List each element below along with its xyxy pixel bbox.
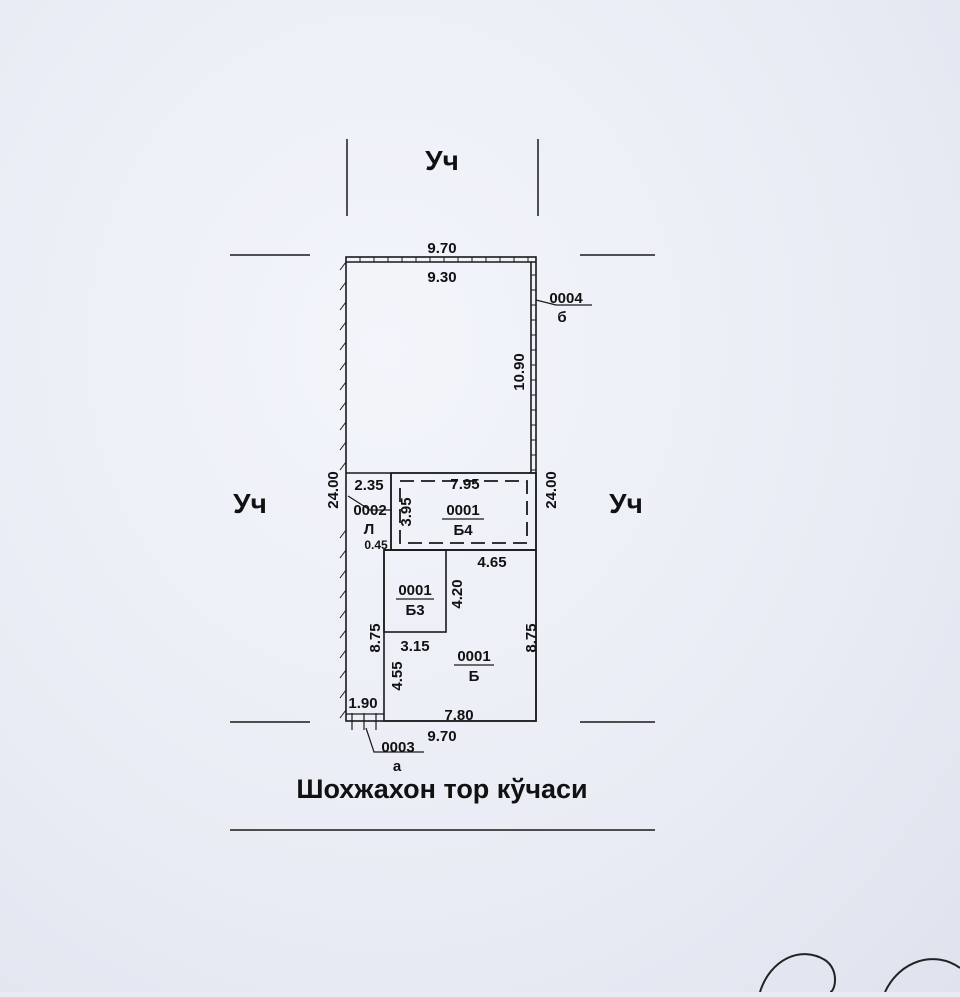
signature-mark: [759, 953, 960, 993]
label-b3: 0001 Б3: [396, 582, 434, 619]
label-b4-number: 0001: [446, 502, 479, 519]
b-outline: [383, 549, 537, 722]
b3-outline: [383, 549, 447, 633]
gate-ticks: [346, 713, 384, 730]
label-b-sub: Б: [469, 668, 480, 685]
right-fence-hatching: [531, 274, 536, 471]
dim-b3-height: 4.20: [449, 579, 466, 608]
label-0002-sub: Л: [364, 521, 375, 538]
dim-b-left-upper: 8.75: [367, 623, 384, 652]
leader-lines: [347, 299, 592, 753]
neighbor-boundary-lines: [230, 139, 655, 831]
dim-bottom-outer: 9.70: [427, 728, 456, 745]
label-0002: 0002 Л: [353, 502, 386, 538]
label-0004-number: 0004: [549, 290, 583, 307]
dim-l-small: 0.45: [364, 538, 388, 552]
label-0004: 0004 б: [549, 290, 583, 326]
neighbor-top-label: Уч: [425, 145, 459, 176]
dim-b-bottom: 7.80: [444, 707, 473, 724]
dim-right-total: 24.00: [543, 471, 560, 509]
building-b: [383, 549, 537, 722]
label-b-number: 0001: [457, 648, 490, 665]
label-b3-sub: Б3: [405, 602, 424, 619]
label-0003-number: 0003: [381, 739, 414, 756]
dim-b4-width: 7.95: [450, 476, 479, 493]
dim-b3-width: 3.15: [400, 638, 429, 655]
label-0003-sub: а: [393, 758, 402, 775]
b4-dashed-outline: [399, 480, 528, 544]
neighbor-left-label: Уч: [233, 488, 267, 519]
left-fence-hatching: [339, 261, 347, 719]
dim-b4-height: 3.95: [398, 497, 415, 526]
label-b4: 0001 Б4: [442, 502, 484, 539]
dim-b-top-right: 4.65: [477, 554, 506, 571]
dim-b-left-lower: 4.55: [389, 661, 406, 690]
label-b: 0001 Б: [454, 648, 494, 685]
dim-bottom-left: 1.90: [348, 695, 377, 712]
label-0003: 0003 а: [381, 739, 414, 775]
dim-top-inner: 9.30: [427, 269, 456, 286]
dim-right-upper: 10.90: [511, 353, 528, 391]
label-0002-number: 0002: [353, 502, 386, 519]
street-name: Шохжахон тор кўчаси: [296, 774, 587, 804]
label-0004-sub: б: [557, 309, 566, 326]
neighbor-right-label: Уч: [609, 488, 643, 519]
leader-0003: [365, 727, 424, 753]
leader-0002: [347, 495, 392, 511]
dim-b4-left-gap: 2.35: [354, 477, 383, 494]
top-fence-hatching: [359, 257, 529, 262]
leader-0004: [535, 299, 592, 306]
label-b3-number: 0001: [398, 582, 431, 599]
dim-b-right: 8.75: [523, 623, 540, 652]
label-b4-sub: Б4: [453, 522, 473, 539]
dim-top-outer: 9.70: [427, 240, 456, 257]
dim-left-total: 24.00: [325, 471, 342, 509]
